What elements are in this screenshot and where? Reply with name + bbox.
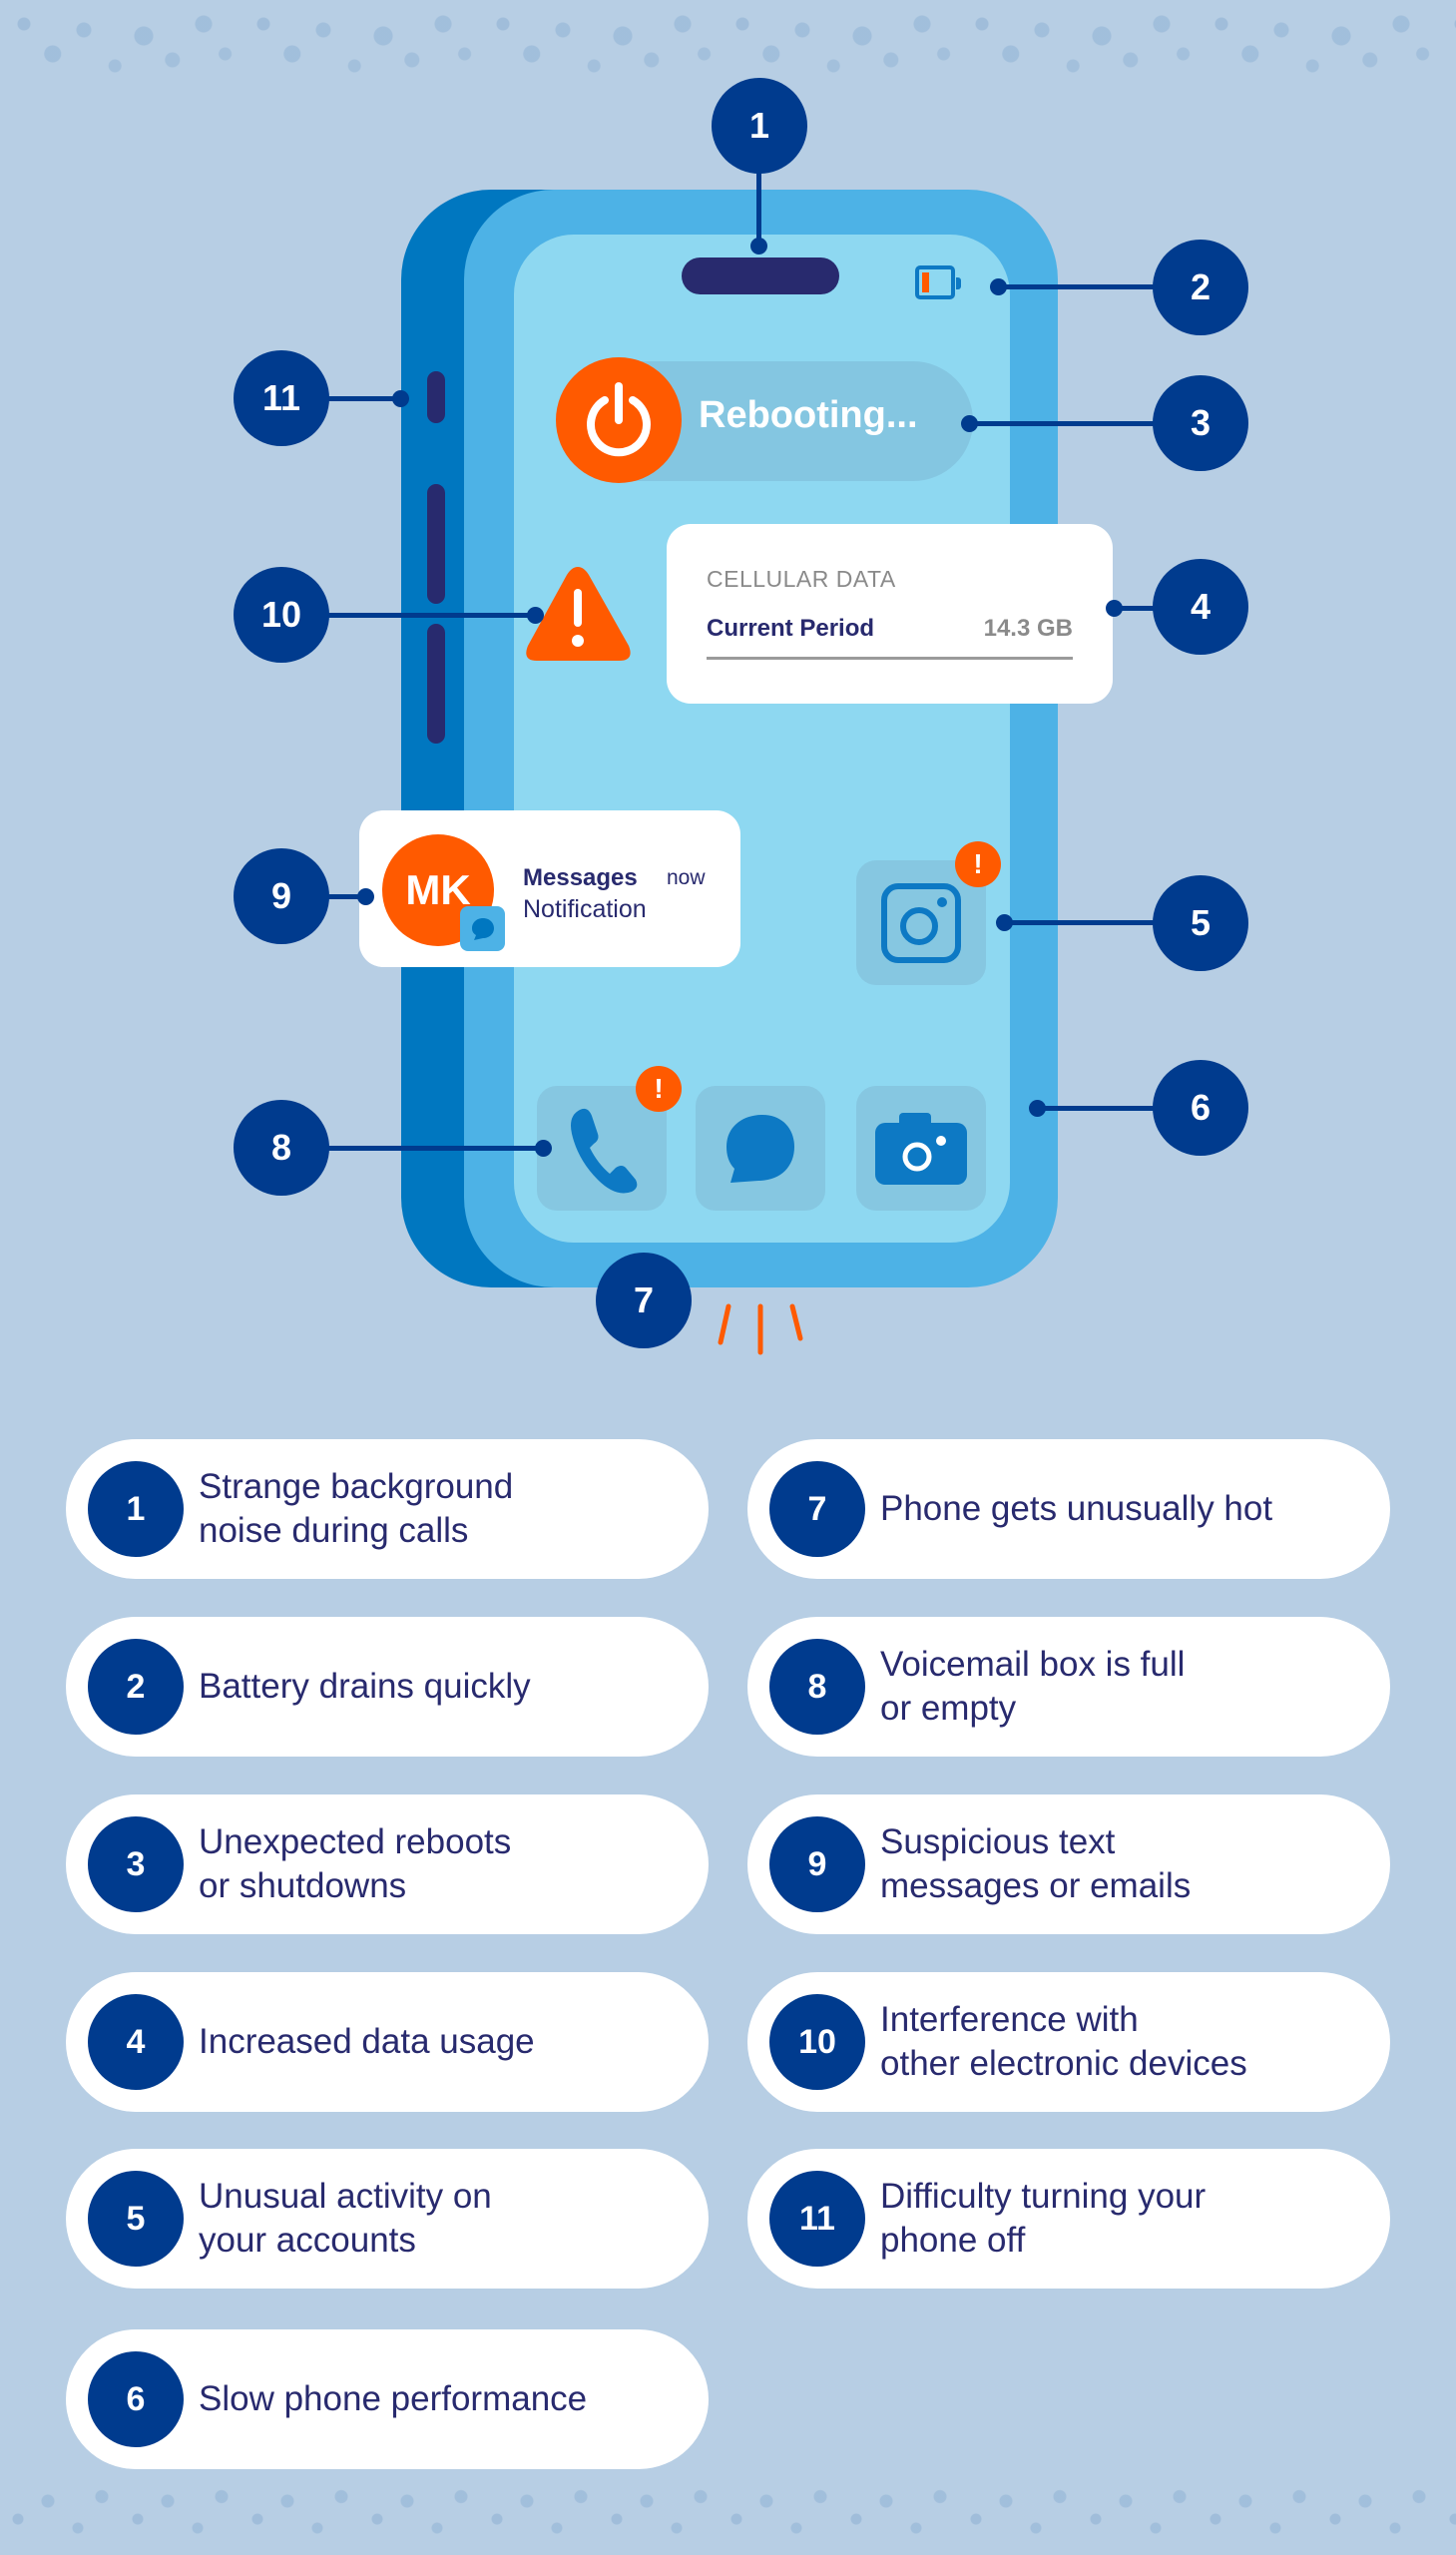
- leader-dot-1: [750, 238, 767, 255]
- legend-item-1: 1 Strange background noise during calls: [66, 1439, 709, 1579]
- legend-number: 11: [769, 2171, 865, 2267]
- leader-line-8: [319, 1146, 544, 1151]
- callout-6: 6: [1153, 1060, 1248, 1156]
- camera-outline-icon: [881, 882, 961, 963]
- app-tile-messages: [696, 1086, 825, 1211]
- legend-item-8: 8 Voicemail box is full or empty: [747, 1617, 1390, 1757]
- legend-text: Unexpected reboots or shutdowns: [199, 1822, 512, 1905]
- current-period-value: 14.3 GB: [983, 615, 1073, 642]
- heat-lines-icon: [718, 1303, 803, 1355]
- leader-dot-3: [961, 415, 978, 432]
- legend-number: 7: [769, 1461, 865, 1557]
- legend-item-4: 4 Increased data usage: [66, 1972, 709, 2112]
- leader-dot-5: [996, 914, 1013, 931]
- warning-triangle-icon: [526, 567, 631, 661]
- legend-number: 3: [88, 1816, 184, 1912]
- legend-item-11: 11 Difficulty turning your phone off: [747, 2149, 1390, 2289]
- current-period-label: Current Period: [707, 615, 875, 642]
- leader-line-10: [319, 613, 539, 618]
- side-button-volume-up: [427, 484, 445, 604]
- chat-bubble-icon: [460, 906, 505, 951]
- leader-line-1: [756, 170, 761, 245]
- legend-text: Voicemail box is full or empty: [880, 1645, 1186, 1728]
- cellular-data-card: CELLULAR DATA Current Period 14.3 GB: [667, 524, 1113, 704]
- leader-dot-2: [990, 278, 1007, 295]
- reboot-status-text: Rebooting...: [699, 394, 918, 436]
- background-speckle-bottom: [0, 2465, 1456, 2555]
- notification-time: now: [667, 866, 706, 889]
- leader-line-5: [1006, 920, 1166, 925]
- legend-text: Slow phone performance: [199, 2379, 588, 2418]
- leader-dot-8: [535, 1140, 552, 1157]
- legend-number: 9: [769, 1816, 865, 1912]
- legend-text: Strange background noise during calls: [199, 1467, 514, 1550]
- camera-icon: [875, 1112, 967, 1185]
- legend-item-7: 7 Phone gets unusually hot: [747, 1439, 1390, 1579]
- legend-text: Difficulty turning your phone off: [880, 2177, 1207, 2260]
- side-button-volume-down: [427, 624, 445, 744]
- legend-item-2: 2 Battery drains quickly: [66, 1617, 709, 1757]
- alert-badge-phone: !: [636, 1066, 682, 1112]
- legend-text: Increased data usage: [199, 2022, 535, 2061]
- phone-icon: [571, 1108, 638, 1193]
- notification-body: Notification: [523, 895, 647, 923]
- legend-text: Unusual activity on your accounts: [199, 2177, 492, 2260]
- leader-line-9: [319, 894, 367, 899]
- legend-item-5: 5 Unusual activity on your accounts: [66, 2149, 709, 2289]
- callout-7: 7: [596, 1253, 692, 1348]
- legend-number: 5: [88, 2171, 184, 2267]
- divider: [707, 657, 1073, 660]
- legend-item-6: 6 Slow phone performance: [66, 2329, 709, 2469]
- leader-dot-11: [392, 390, 409, 407]
- callout-5: 5: [1153, 875, 1248, 971]
- app-tile-camera: [856, 1086, 986, 1211]
- legend-item-9: 9 Suspicious text messages or emails: [747, 1794, 1390, 1934]
- callout-9: 9: [234, 848, 329, 944]
- leader-line-11: [319, 396, 404, 401]
- callout-10: 10: [234, 567, 329, 663]
- chat-bubble-icon: [727, 1114, 794, 1183]
- legend-number: 10: [769, 1994, 865, 2090]
- notification-app-name: Messages: [523, 864, 638, 891]
- legend-number: 2: [88, 1639, 184, 1735]
- legend-number: 1: [88, 1461, 184, 1557]
- legend-number: 8: [769, 1639, 865, 1735]
- callout-11: 11: [234, 350, 329, 446]
- alert-badge-instagram: !: [955, 841, 1001, 887]
- battery-low-icon: [915, 265, 961, 299]
- speaker-notch: [682, 257, 839, 294]
- legend-text: Phone gets unusually hot: [880, 1489, 1273, 1528]
- side-button-power: [427, 371, 445, 423]
- callout-3: 3: [1153, 375, 1248, 471]
- callout-8: 8: [234, 1100, 329, 1196]
- leader-dot-10: [527, 607, 544, 624]
- legend-text: Interference with other electronic devic…: [880, 2000, 1247, 2083]
- leader-dot-4: [1106, 600, 1123, 617]
- legend-number: 6: [88, 2351, 184, 2447]
- leader-line-2: [998, 284, 1168, 289]
- cellular-data-title: CELLULAR DATA: [707, 566, 896, 592]
- legend-text: Battery drains quickly: [199, 1667, 531, 1706]
- legend-item-3: 3 Unexpected reboots or shutdowns: [66, 1794, 709, 1934]
- leader-line-3: [970, 421, 1165, 426]
- legend-item-10: 10 Interference with other electronic de…: [747, 1972, 1390, 2112]
- leader-dot-6: [1029, 1100, 1046, 1117]
- callout-4: 4: [1153, 559, 1248, 655]
- leader-line-4: [1116, 606, 1166, 611]
- legend-text: Suspicious text messages or emails: [880, 1822, 1192, 1905]
- legend-number: 4: [88, 1994, 184, 2090]
- callout-2: 2: [1153, 240, 1248, 335]
- leader-dot-9: [357, 888, 374, 905]
- power-icon: [556, 357, 682, 483]
- callout-1: 1: [712, 78, 807, 174]
- leader-line-6: [1040, 1106, 1166, 1111]
